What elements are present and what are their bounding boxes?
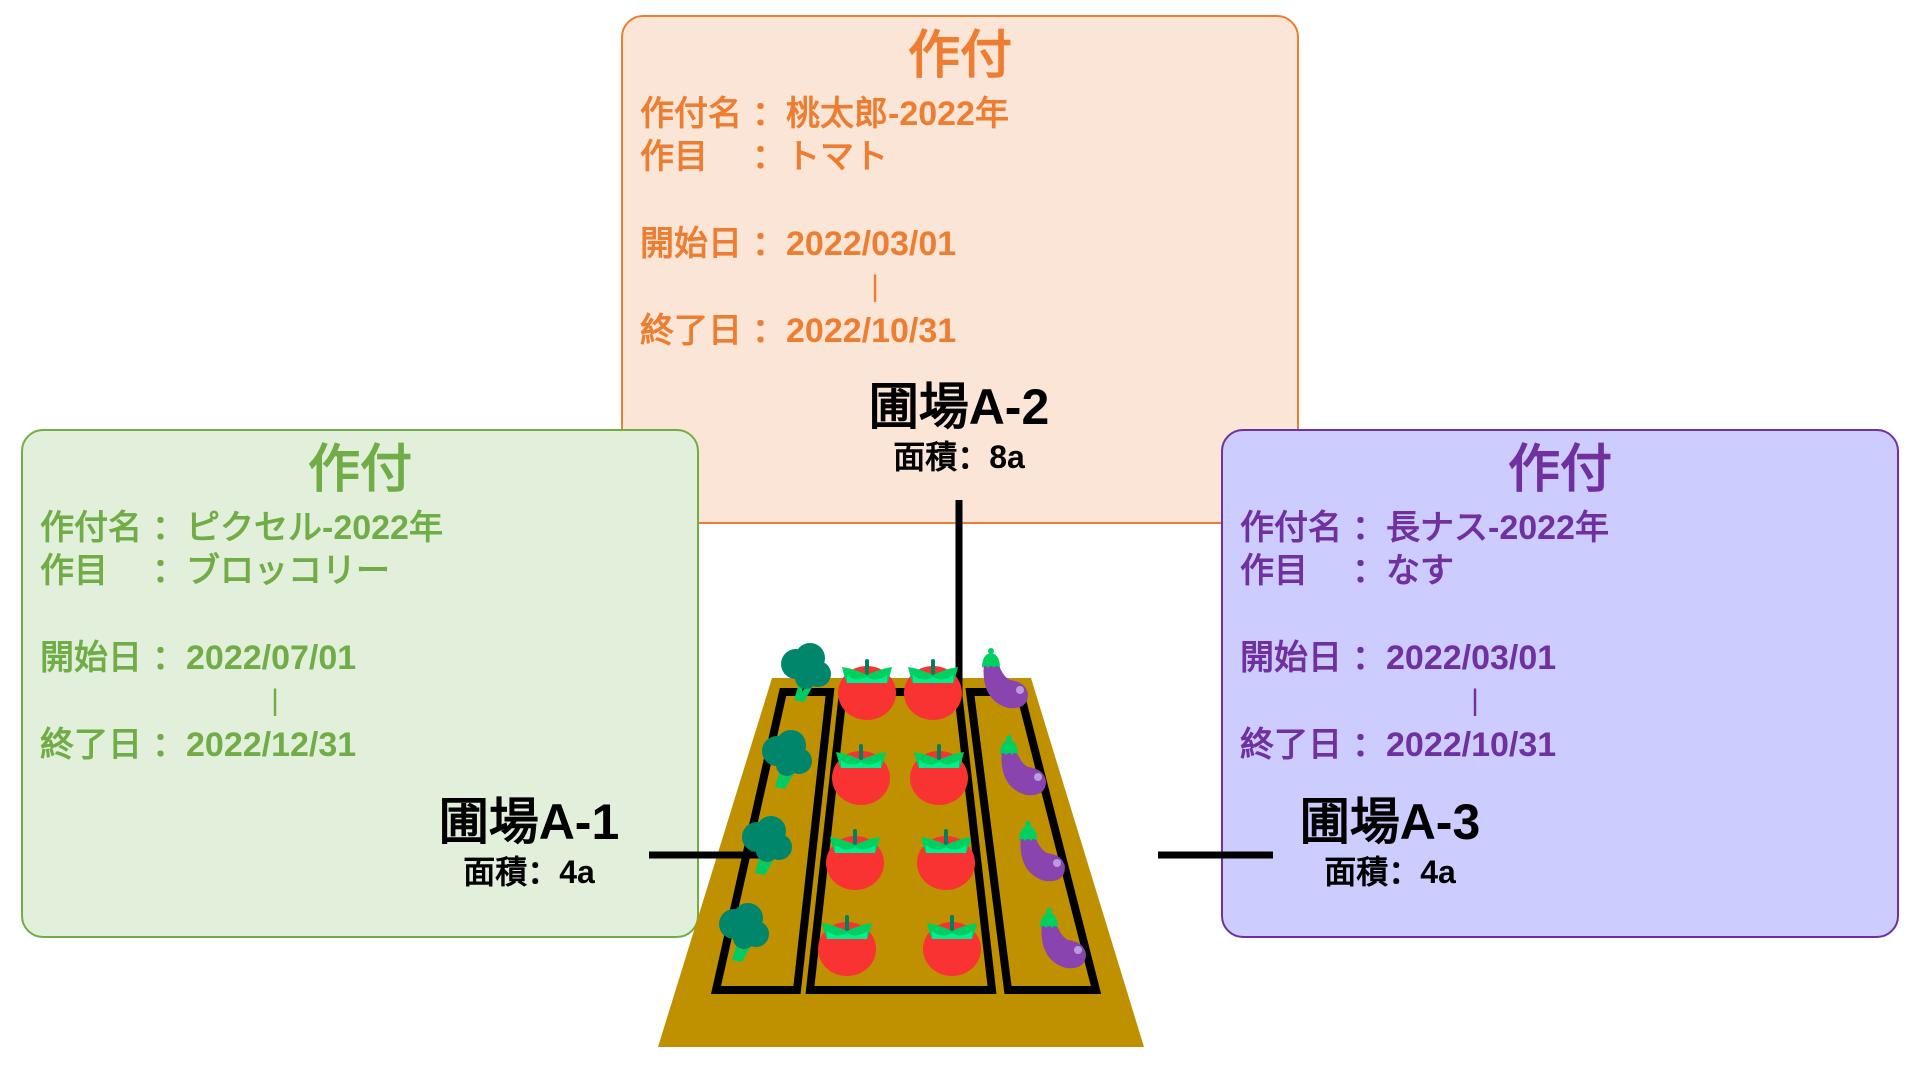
label: 作付名	[640, 95, 742, 133]
card-title: 作付	[1507, 441, 1612, 499]
start-date: 2022/07/01	[186, 639, 357, 677]
label: 開始日	[640, 225, 742, 263]
field-label-a1: 圃場A-1 面積：4a	[329, 794, 729, 892]
field-area-row: 面積：4a	[1190, 852, 1590, 892]
broccoli-icon	[719, 903, 769, 962]
colon: ：	[152, 552, 186, 590]
start-date: 2022/03/01	[1386, 639, 1557, 677]
field-name: 圃場A-2	[868, 379, 1050, 435]
colon: ：	[1352, 639, 1386, 677]
area-value: 8a	[989, 439, 1025, 475]
end-date: 2022/12/31	[186, 726, 357, 764]
bed-a1	[711, 688, 835, 994]
start-date: 2022/03/01	[786, 225, 957, 263]
field-area-row: 面積：4a	[329, 852, 729, 892]
eggplant-icon	[1040, 908, 1086, 969]
area-label: 面積：	[893, 439, 990, 475]
end-date-row: 終了日 ：2022/10/31	[1240, 724, 1556, 766]
tomato-icon	[818, 915, 876, 976]
planting-card-a3: 作付 作付名：長ナス-2022年 作目：なす 開始日：2022/03/01 | …	[1221, 429, 1899, 938]
crop-row: 作目 ：なす	[1240, 550, 1454, 592]
crop: ブロッコリー	[186, 552, 390, 590]
date-separator: |	[1471, 684, 1479, 717]
colon: ：	[752, 312, 786, 350]
tomato-icon	[910, 744, 968, 805]
label: 終了日	[40, 726, 142, 764]
field-name: 圃場A-1	[438, 794, 620, 850]
planting-name: ピクセル-2022年	[186, 509, 443, 547]
tomato-icon	[917, 829, 975, 890]
colon: ：	[752, 225, 786, 263]
tomato-icon	[923, 915, 981, 976]
colon: ：	[152, 639, 186, 677]
planting-card-a1: 作付 作付名：ピクセル-2022年 作目：ブロッコリー 開始日：2022/07/…	[21, 429, 699, 938]
area-value: 4a	[559, 854, 595, 890]
card-title: 作付	[907, 27, 1012, 85]
field-area-row: 面積：8a	[759, 437, 1159, 477]
field-label-a3: 圃場A-3 面積：4a	[1190, 794, 1590, 892]
field-name: 圃場A-3	[1299, 794, 1481, 850]
eggplant-icon	[982, 648, 1028, 709]
colon: ：	[752, 138, 786, 176]
tomato-icon	[826, 829, 884, 890]
colon: ：	[1352, 509, 1386, 547]
colon: ：	[152, 726, 186, 764]
planting-card-a2: 作付 作付名：桃太郎-2022年 作目：トマト 開始日：2022/03/01 |…	[621, 15, 1299, 524]
planting-name: 桃太郎-2022年	[786, 95, 1009, 133]
end-date: 2022/10/31	[786, 312, 957, 350]
planting-name-row: 作付名 ：ピクセル-2022年	[40, 507, 443, 549]
field-label-a2: 圃場A-2 面積：8a	[759, 379, 1159, 477]
soil-field	[658, 678, 1144, 1047]
colon: ：	[1352, 726, 1386, 764]
date-separator: |	[871, 270, 879, 303]
broccoli-icon	[762, 730, 812, 789]
tomato-icon	[904, 659, 962, 720]
crop: トマト	[786, 138, 888, 176]
end-date-row: 終了日 ：2022/10/31	[640, 310, 956, 352]
tomato-icon	[832, 744, 890, 805]
colon: ：	[152, 509, 186, 547]
eggplant-icon	[1000, 735, 1046, 796]
crop-row: 作目 ：ブロッコリー	[40, 550, 390, 592]
bed-a2	[805, 688, 997, 994]
label: 作目	[640, 138, 708, 176]
label: 作目	[40, 552, 108, 590]
planting-name: 長ナス-2022年	[1386, 509, 1609, 547]
end-date: 2022/10/31	[1386, 726, 1557, 764]
label: 作付名	[40, 509, 142, 547]
area-label: 面積：	[1324, 854, 1421, 890]
start-date-row: 開始日 ：2022/07/01	[40, 637, 356, 679]
start-date-row: 開始日 ：2022/03/01	[1240, 637, 1556, 679]
planting-name-row: 作付名 ：長ナス-2022年	[1240, 507, 1609, 549]
colon: ：	[1352, 552, 1386, 590]
label: 作目	[1240, 552, 1308, 590]
crop: なす	[1386, 552, 1454, 590]
area-label: 面積：	[463, 854, 560, 890]
colon: ：	[752, 95, 786, 133]
broccoli-icon	[742, 816, 792, 875]
end-date-row: 終了日 ：2022/12/31	[40, 724, 356, 766]
eggplant-icon	[1019, 821, 1065, 882]
label: 終了日	[1240, 726, 1342, 764]
card-title: 作付	[307, 441, 412, 499]
broccoli-icon	[781, 643, 831, 702]
label: 作付名	[1240, 509, 1342, 547]
planting-name-row: 作付名 ：桃太郎-2022年	[640, 93, 1009, 135]
crop-row: 作目 ：トマト	[640, 136, 888, 178]
label: 開始日	[40, 639, 142, 677]
tomato-icon	[838, 659, 896, 720]
start-date-row: 開始日 ：2022/03/01	[640, 223, 956, 265]
bed-a3	[965, 688, 1102, 994]
label: 開始日	[1240, 639, 1342, 677]
date-separator: |	[271, 684, 279, 717]
area-value: 4a	[1420, 854, 1456, 890]
label: 終了日	[640, 312, 742, 350]
